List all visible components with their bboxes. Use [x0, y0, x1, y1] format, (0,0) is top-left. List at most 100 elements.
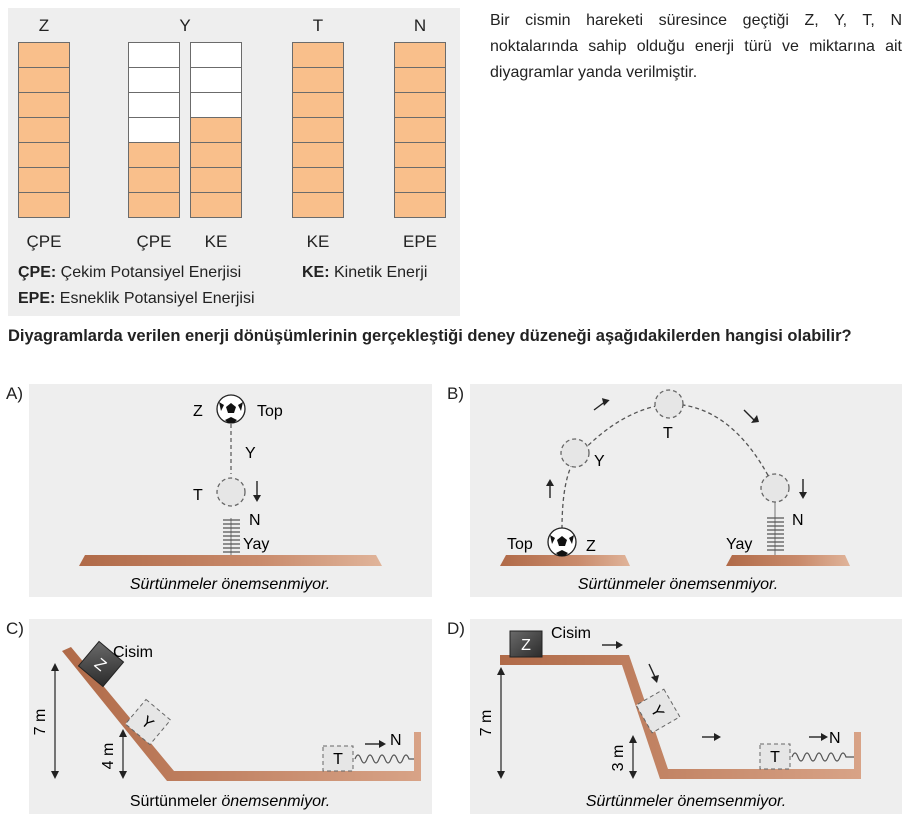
- label-n: N: [792, 512, 804, 529]
- option-c-panel[interactable]: Z Y T 7 m 4 m Cisim N Sürtünmeler önemse…: [29, 619, 432, 814]
- block-z: [509, 630, 543, 658]
- option-d-illustration: Z Y T 7 m 3 m Cisim N Sürtünmeler önemse…: [478, 625, 861, 810]
- legend-ke: KE: Kinetik Enerji: [302, 264, 427, 282]
- arrowhead-icon: [497, 771, 505, 779]
- label-t: T: [663, 425, 673, 442]
- label-z: Z: [586, 538, 596, 555]
- spring: [354, 754, 414, 764]
- option-a-illustration: Z Top Y T N Yay Sürtünmeler önemsenmiyor…: [79, 394, 382, 593]
- energy-cell-filled: [394, 117, 446, 143]
- block-t-label: T: [770, 749, 780, 766]
- bar-label-y-cpe: ÇPE: [136, 232, 172, 251]
- label-y: Y: [245, 445, 256, 462]
- label-cisim: Cisim: [551, 625, 591, 642]
- label-yay: Yay: [726, 536, 752, 553]
- arrowhead-icon: [546, 479, 554, 486]
- energy-cell-filled: [394, 192, 446, 218]
- height-7m-label: 7 m: [478, 710, 495, 737]
- label-cisim: Cisim: [113, 644, 153, 661]
- arrowhead-icon: [629, 735, 637, 743]
- energy-cell-filled: [190, 192, 242, 218]
- arrowhead-icon: [601, 398, 610, 406]
- arrowhead-icon: [821, 733, 828, 741]
- bar-y-cpe: [128, 42, 180, 218]
- energy-cell-filled: [394, 67, 446, 93]
- energy-cell-empty: [190, 92, 242, 118]
- spring: [223, 519, 240, 553]
- friction-note: Sürtünmeler önemsenmiyor.: [586, 793, 786, 810]
- energy-cell-filled: [18, 192, 70, 218]
- legend-cpe-abbr: ÇPE:: [18, 264, 57, 281]
- arrowhead-icon: [751, 415, 759, 423]
- bar-y-ke: [190, 42, 242, 218]
- block-t: [759, 743, 791, 770]
- friction-note: Sürtünmeler önemsenmiyor.: [578, 576, 778, 593]
- energy-cell-filled: [292, 117, 344, 143]
- arrow-down-right-icon: [743, 409, 755, 421]
- friction-note: Sürtünmeler önemsenmiyor.: [130, 576, 330, 593]
- label-top: Top: [507, 536, 533, 553]
- energy-cell-filled: [190, 167, 242, 193]
- energy-cell-filled: [18, 92, 70, 118]
- bar-t-ke: [292, 42, 344, 218]
- option-d-letter[interactable]: D): [447, 619, 465, 638]
- ball-ghost-t: [654, 389, 684, 419]
- energy-cell-filled: [128, 192, 180, 218]
- bar-n-epe: [394, 42, 446, 218]
- option-c-letter[interactable]: C): [6, 619, 24, 638]
- arrowhead-icon: [629, 771, 637, 779]
- ground-right: [726, 555, 850, 566]
- arrowhead-icon: [799, 492, 807, 499]
- spring: [791, 752, 854, 762]
- energy-cell-filled: [394, 167, 446, 193]
- ramp: [62, 647, 421, 781]
- energy-cell-filled: [292, 167, 344, 193]
- point-title-z: Z: [38, 16, 50, 35]
- energy-cell-filled: [18, 142, 70, 168]
- label-n: N: [829, 730, 841, 747]
- friction-note: Sürtünmeler önemsenmiyor.: [130, 793, 330, 810]
- block-z-label: Z: [521, 637, 531, 654]
- label-top: Top: [257, 403, 283, 420]
- legend-epe-text: Esneklik Potansiyel Enerjisi: [55, 290, 255, 307]
- ball-ghost-t: [216, 477, 246, 507]
- height-7m-label: 7 m: [32, 709, 49, 736]
- arrowhead-icon: [253, 495, 261, 502]
- energy-cell-filled: [292, 192, 344, 218]
- arrowhead-icon: [51, 771, 59, 779]
- ball-ghost-y: [560, 438, 590, 468]
- option-d-panel[interactable]: Z Y T 7 m 3 m Cisim N Sürtünmeler önemse…: [470, 619, 902, 814]
- block-t-label: T: [333, 751, 343, 768]
- energy-cell-filled: [292, 67, 344, 93]
- soccer-ball-icon: [547, 527, 577, 557]
- energy-cell-filled: [190, 142, 242, 168]
- arrowhead-icon: [651, 675, 659, 683]
- block-t: [322, 745, 354, 772]
- energy-cell-empty: [128, 42, 180, 68]
- arrowhead-icon: [119, 771, 127, 779]
- energy-cell-filled: [394, 42, 446, 68]
- energy-cell-filled: [292, 142, 344, 168]
- legend-epe-abbr: EPE:: [18, 290, 56, 307]
- point-title-t: T: [312, 16, 324, 35]
- bar-label-y-ke: KE: [204, 232, 228, 251]
- option-b-panel[interactable]: Top Z Y T N Yay Sürtünmeler önemsenmiyor…: [470, 384, 902, 597]
- energy-cell-empty: [190, 67, 242, 93]
- label-z: Z: [193, 403, 203, 420]
- arrowhead-icon: [497, 667, 505, 675]
- option-a-letter[interactable]: A): [6, 384, 23, 403]
- option-c-illustration: Z Y T 7 m 4 m Cisim N Sürtünmeler önemse…: [32, 640, 421, 810]
- legend-cpe-text: Çekim Potansiyel Enerjisi: [56, 264, 242, 281]
- bar-z-cpe: [18, 42, 70, 218]
- option-a-panel[interactable]: Z Top Y T N Yay Sürtünmeler önemsenmiyor…: [29, 384, 432, 597]
- energy-cell-filled: [128, 167, 180, 193]
- label-n: N: [390, 732, 402, 749]
- label-y: Y: [594, 453, 605, 470]
- option-b-letter[interactable]: B): [447, 384, 464, 403]
- energy-cell-empty: [128, 92, 180, 118]
- energy-cell-filled: [18, 117, 70, 143]
- label-t: T: [193, 487, 203, 504]
- arrowhead-icon: [616, 641, 623, 649]
- energy-cell-filled: [128, 142, 180, 168]
- energy-cell-filled: [394, 92, 446, 118]
